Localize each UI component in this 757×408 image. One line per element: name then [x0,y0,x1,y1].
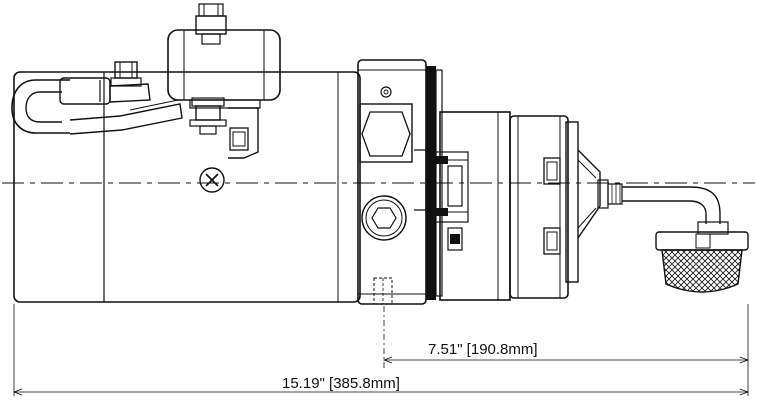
elbow-fitting [689,186,729,235]
seal-ring [426,66,443,300]
dimension-overall-label: 15.19" [385.8mm] [282,375,400,392]
mounting-bracket [228,107,259,159]
valve-section [429,151,469,251]
cable-loop [11,77,183,135]
outlet-fitting [597,179,690,209]
pump-housing [439,111,569,301]
terminal-nut-lower [189,97,227,135]
dimension-overall: 15.19" [385.8mm] [12,375,750,396]
extension-lines [13,304,749,396]
adapter-flange [357,59,427,305]
motor-body [13,71,361,303]
screw-icon [199,167,225,193]
dimension-inner-label: 7.51" [190.8mm] [428,341,538,358]
terminal-nut-upper [110,61,142,87]
dimension-inner: 7.51" [190.8mm] [382,341,750,364]
suction-strainer [655,231,749,293]
solenoid [167,3,281,109]
end-cap [565,121,601,283]
